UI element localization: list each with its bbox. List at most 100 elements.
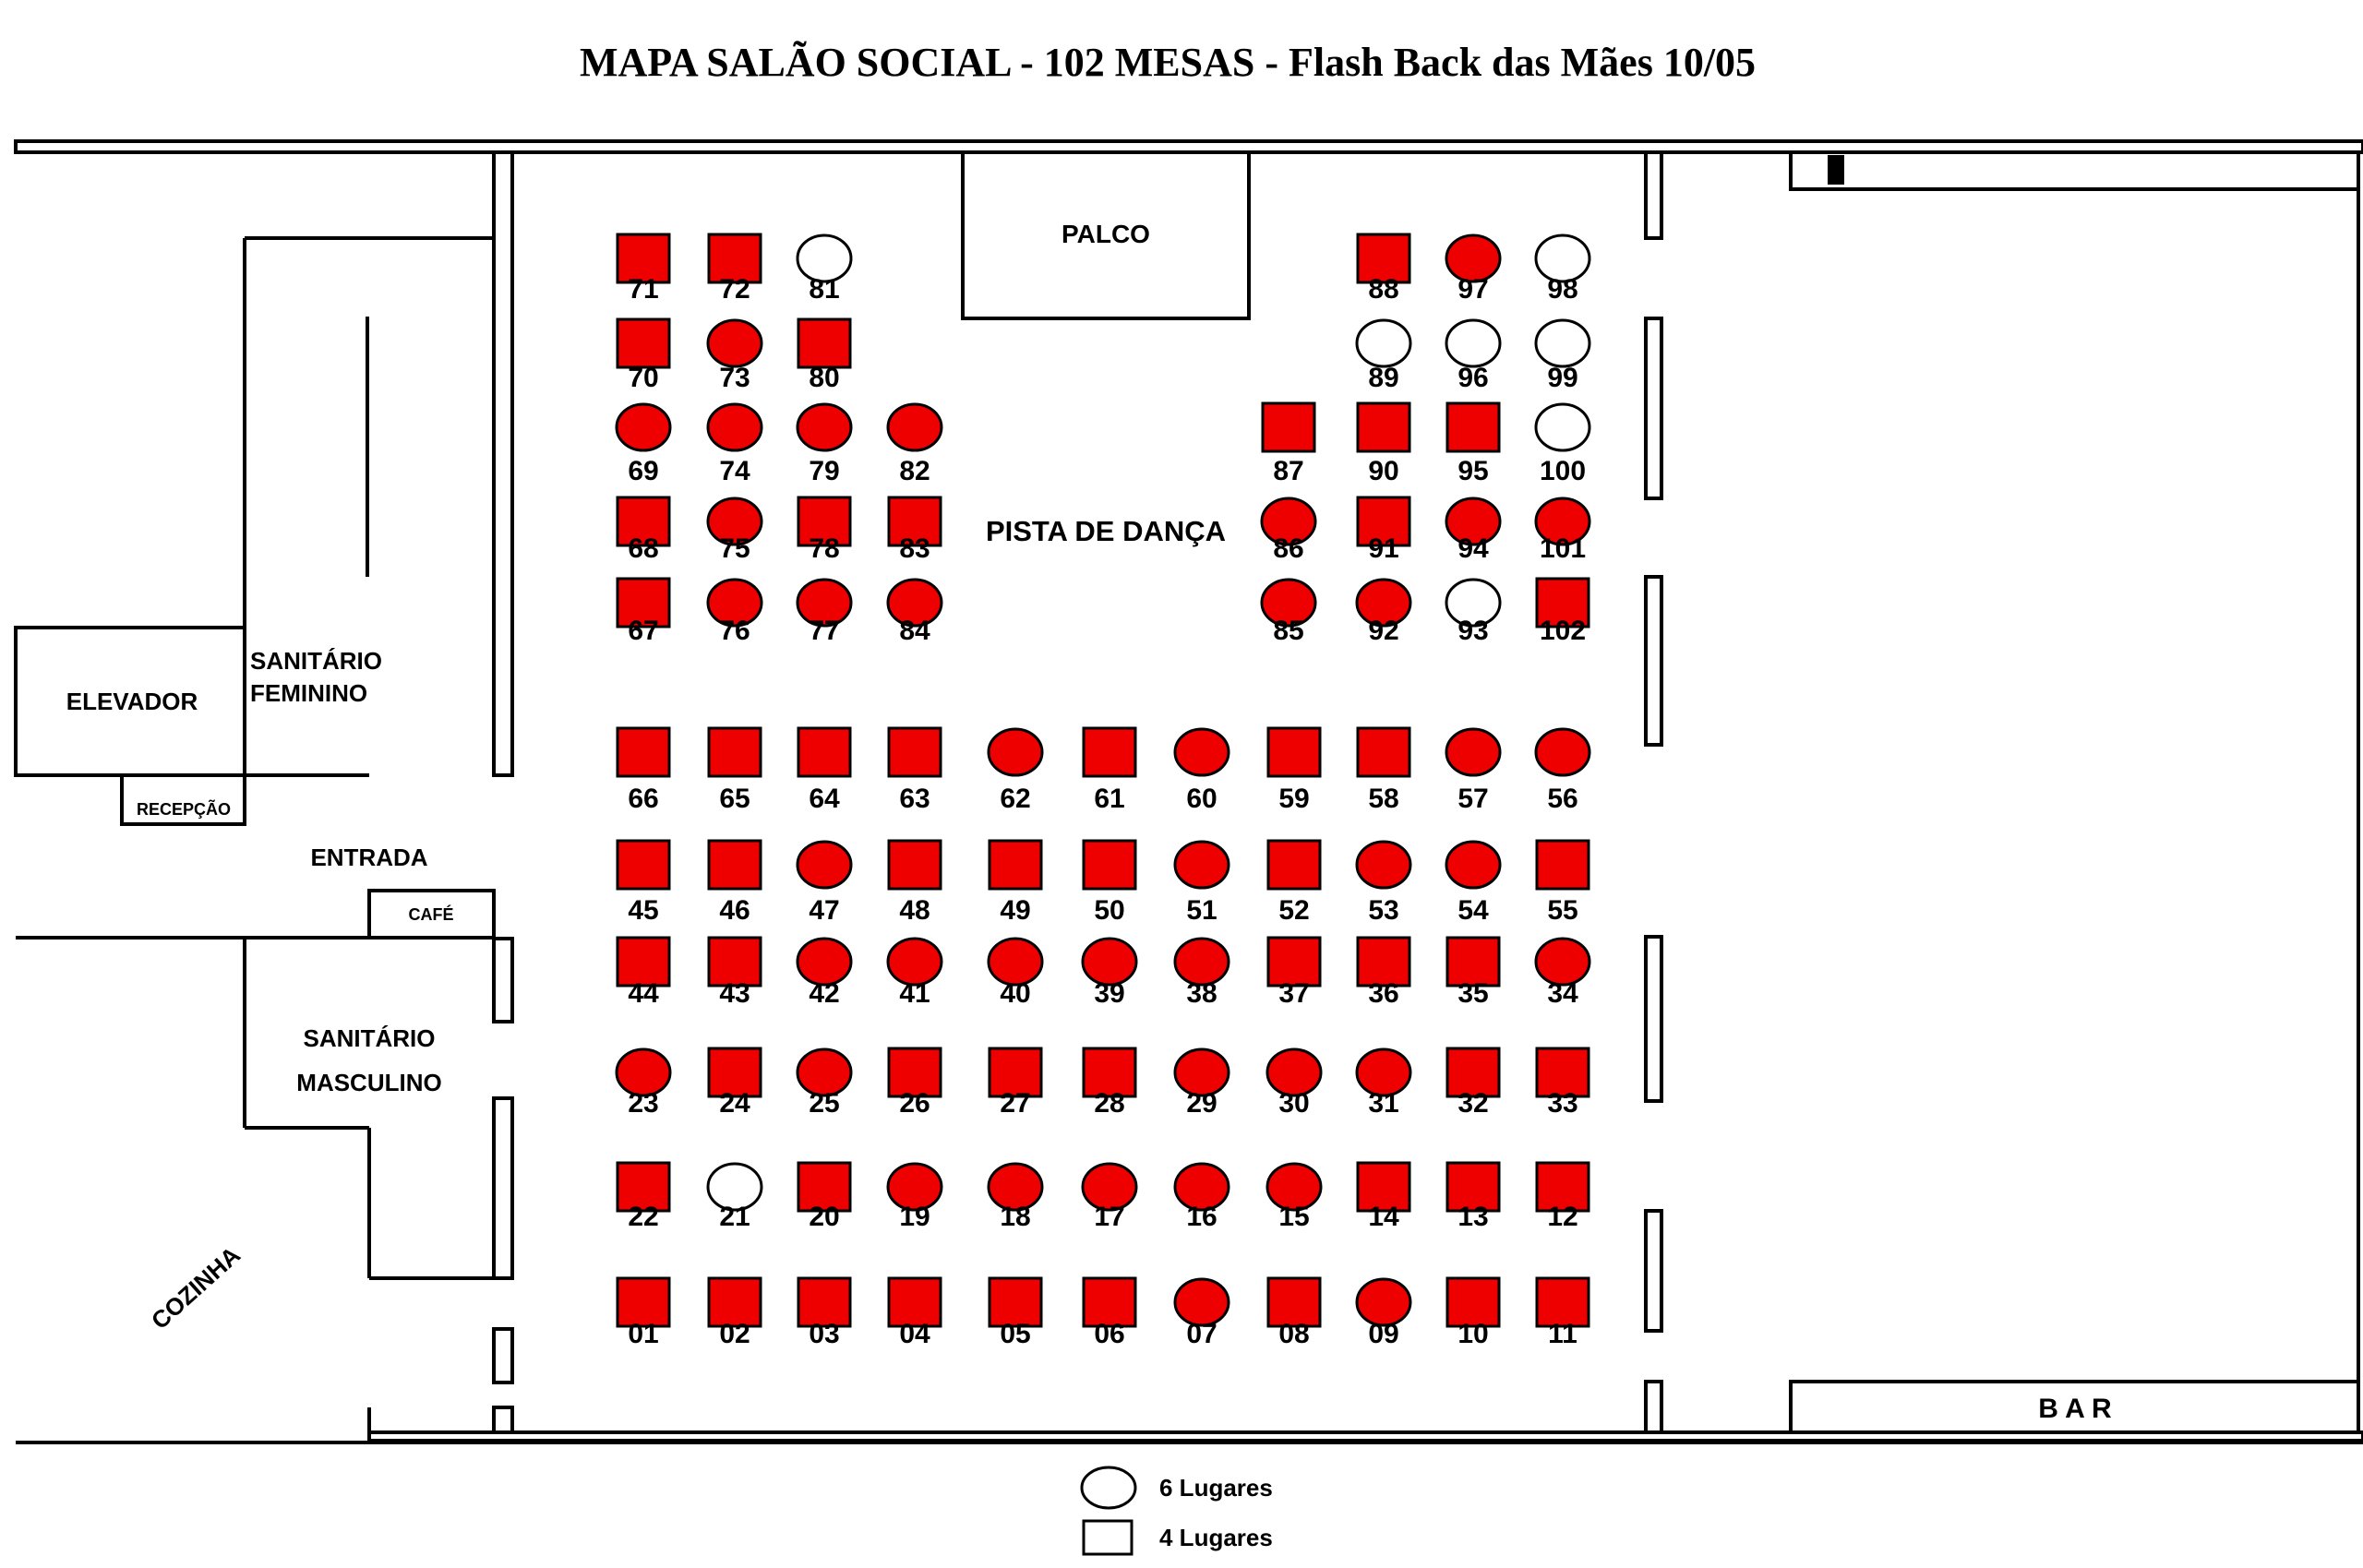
table-square-symbol[interactable] [1266, 839, 1322, 891]
table-square-symbol[interactable] [1535, 1047, 1590, 1098]
table-round-symbol[interactable] [1173, 937, 1230, 987]
table-74[interactable]: 74 [706, 402, 763, 486]
table-square-symbol[interactable] [797, 317, 852, 369]
table-102[interactable]: 102 [1535, 577, 1590, 646]
table-15[interactable]: 15 [1265, 1162, 1323, 1232]
table-round-symbol[interactable] [1355, 578, 1412, 628]
table-24[interactable]: 24 [707, 1047, 762, 1119]
table-85[interactable]: 85 [1260, 578, 1317, 646]
table-square-symbol[interactable] [1356, 726, 1411, 778]
table-03[interactable]: 03 [797, 1276, 852, 1349]
table-square-symbol[interactable] [616, 1276, 671, 1328]
table-43[interactable]: 43 [707, 936, 762, 1009]
table-96[interactable]: 96 [1445, 318, 1502, 393]
table-20[interactable]: 20 [797, 1161, 852, 1232]
table-88[interactable]: 88 [1356, 233, 1411, 305]
table-square-symbol[interactable] [616, 839, 671, 891]
table-30[interactable]: 30 [1265, 1047, 1323, 1119]
table-25[interactable]: 25 [796, 1047, 853, 1119]
table-19[interactable]: 19 [886, 1162, 943, 1232]
table-39[interactable]: 39 [1081, 937, 1138, 1009]
table-round-symbol[interactable] [1355, 1277, 1412, 1327]
table-79[interactable]: 79 [796, 402, 853, 486]
table-square-symbol[interactable] [1261, 401, 1316, 453]
table-13[interactable]: 13 [1445, 1161, 1501, 1232]
table-28[interactable]: 28 [1082, 1047, 1137, 1119]
table-31[interactable]: 31 [1355, 1047, 1412, 1119]
table-27[interactable]: 27 [988, 1047, 1043, 1119]
table-round-symbol[interactable] [796, 233, 853, 283]
table-40[interactable]: 40 [987, 937, 1044, 1009]
table-round-symbol[interactable] [1534, 318, 1591, 368]
table-square-symbol[interactable] [1356, 936, 1411, 987]
table-square-symbol[interactable] [887, 496, 942, 547]
table-70[interactable]: 70 [616, 317, 671, 393]
table-09[interactable]: 09 [1355, 1277, 1412, 1349]
table-59[interactable]: 59 [1266, 726, 1322, 814]
table-round-symbol[interactable] [706, 497, 763, 546]
table-80[interactable]: 80 [797, 317, 852, 393]
table-round-symbol[interactable] [1081, 937, 1138, 987]
table-21[interactable]: 21 [706, 1162, 763, 1232]
table-45[interactable]: 45 [616, 839, 671, 926]
table-round-symbol[interactable] [1445, 840, 1502, 890]
table-66[interactable]: 66 [616, 726, 671, 814]
table-11[interactable]: 11 [1535, 1276, 1590, 1349]
table-square-symbol[interactable] [1266, 936, 1322, 987]
table-square-symbol[interactable] [797, 726, 852, 778]
table-18[interactable]: 18 [987, 1162, 1044, 1232]
table-round-symbol[interactable] [1173, 1047, 1230, 1097]
table-89[interactable]: 89 [1355, 318, 1412, 393]
table-round-symbol[interactable] [987, 937, 1044, 987]
table-round-symbol[interactable] [886, 937, 943, 987]
table-square-symbol[interactable] [616, 496, 671, 547]
table-square-symbol[interactable] [707, 936, 762, 987]
table-83[interactable]: 83 [887, 496, 942, 564]
table-99[interactable]: 99 [1534, 318, 1591, 393]
table-49[interactable]: 49 [988, 839, 1043, 926]
table-round-symbol[interactable] [615, 1047, 672, 1097]
table-63[interactable]: 63 [887, 726, 942, 814]
table-square-symbol[interactable] [887, 1276, 942, 1328]
table-round-symbol[interactable] [796, 402, 853, 452]
table-53[interactable]: 53 [1355, 840, 1412, 926]
table-71[interactable]: 71 [616, 233, 671, 305]
table-round-symbol[interactable] [796, 840, 853, 890]
table-square-symbol[interactable] [616, 233, 671, 284]
table-square-symbol[interactable] [1535, 577, 1590, 628]
table-41[interactable]: 41 [886, 937, 943, 1009]
table-round-symbol[interactable] [1173, 1277, 1230, 1327]
table-93[interactable]: 93 [1445, 578, 1502, 646]
table-100[interactable]: 100 [1534, 402, 1591, 486]
table-32[interactable]: 32 [1445, 1047, 1501, 1119]
table-86[interactable]: 86 [1260, 497, 1317, 564]
table-16[interactable]: 16 [1173, 1162, 1230, 1232]
table-46[interactable]: 46 [707, 839, 762, 926]
table-90[interactable]: 90 [1356, 401, 1411, 486]
table-34[interactable]: 34 [1534, 937, 1591, 1009]
table-round-symbol[interactable] [1355, 840, 1412, 890]
table-square-symbol[interactable] [1082, 1047, 1137, 1098]
table-56[interactable]: 56 [1534, 727, 1591, 814]
table-06[interactable]: 06 [1082, 1276, 1137, 1349]
table-round-symbol[interactable] [1445, 497, 1502, 546]
table-square-symbol[interactable] [988, 1276, 1043, 1328]
table-01[interactable]: 01 [616, 1276, 671, 1349]
table-round-symbol[interactable] [1534, 233, 1591, 283]
table-round-symbol[interactable] [706, 1162, 763, 1212]
table-square-symbol[interactable] [887, 839, 942, 891]
table-62[interactable]: 62 [987, 727, 1044, 814]
table-29[interactable]: 29 [1173, 1047, 1230, 1119]
table-round-symbol[interactable] [1355, 318, 1412, 368]
table-square-symbol[interactable] [1356, 1161, 1411, 1213]
table-82[interactable]: 82 [886, 402, 943, 486]
table-square-symbol[interactable] [1082, 1276, 1137, 1328]
table-square-symbol[interactable] [1082, 839, 1137, 891]
table-square-symbol[interactable] [616, 577, 671, 628]
table-68[interactable]: 68 [616, 496, 671, 564]
table-round-symbol[interactable] [706, 318, 763, 368]
table-round-symbol[interactable] [1355, 1047, 1412, 1097]
table-square-symbol[interactable] [1445, 1161, 1501, 1213]
table-square-symbol[interactable] [1266, 1276, 1322, 1328]
table-square-symbol[interactable] [797, 1276, 852, 1328]
